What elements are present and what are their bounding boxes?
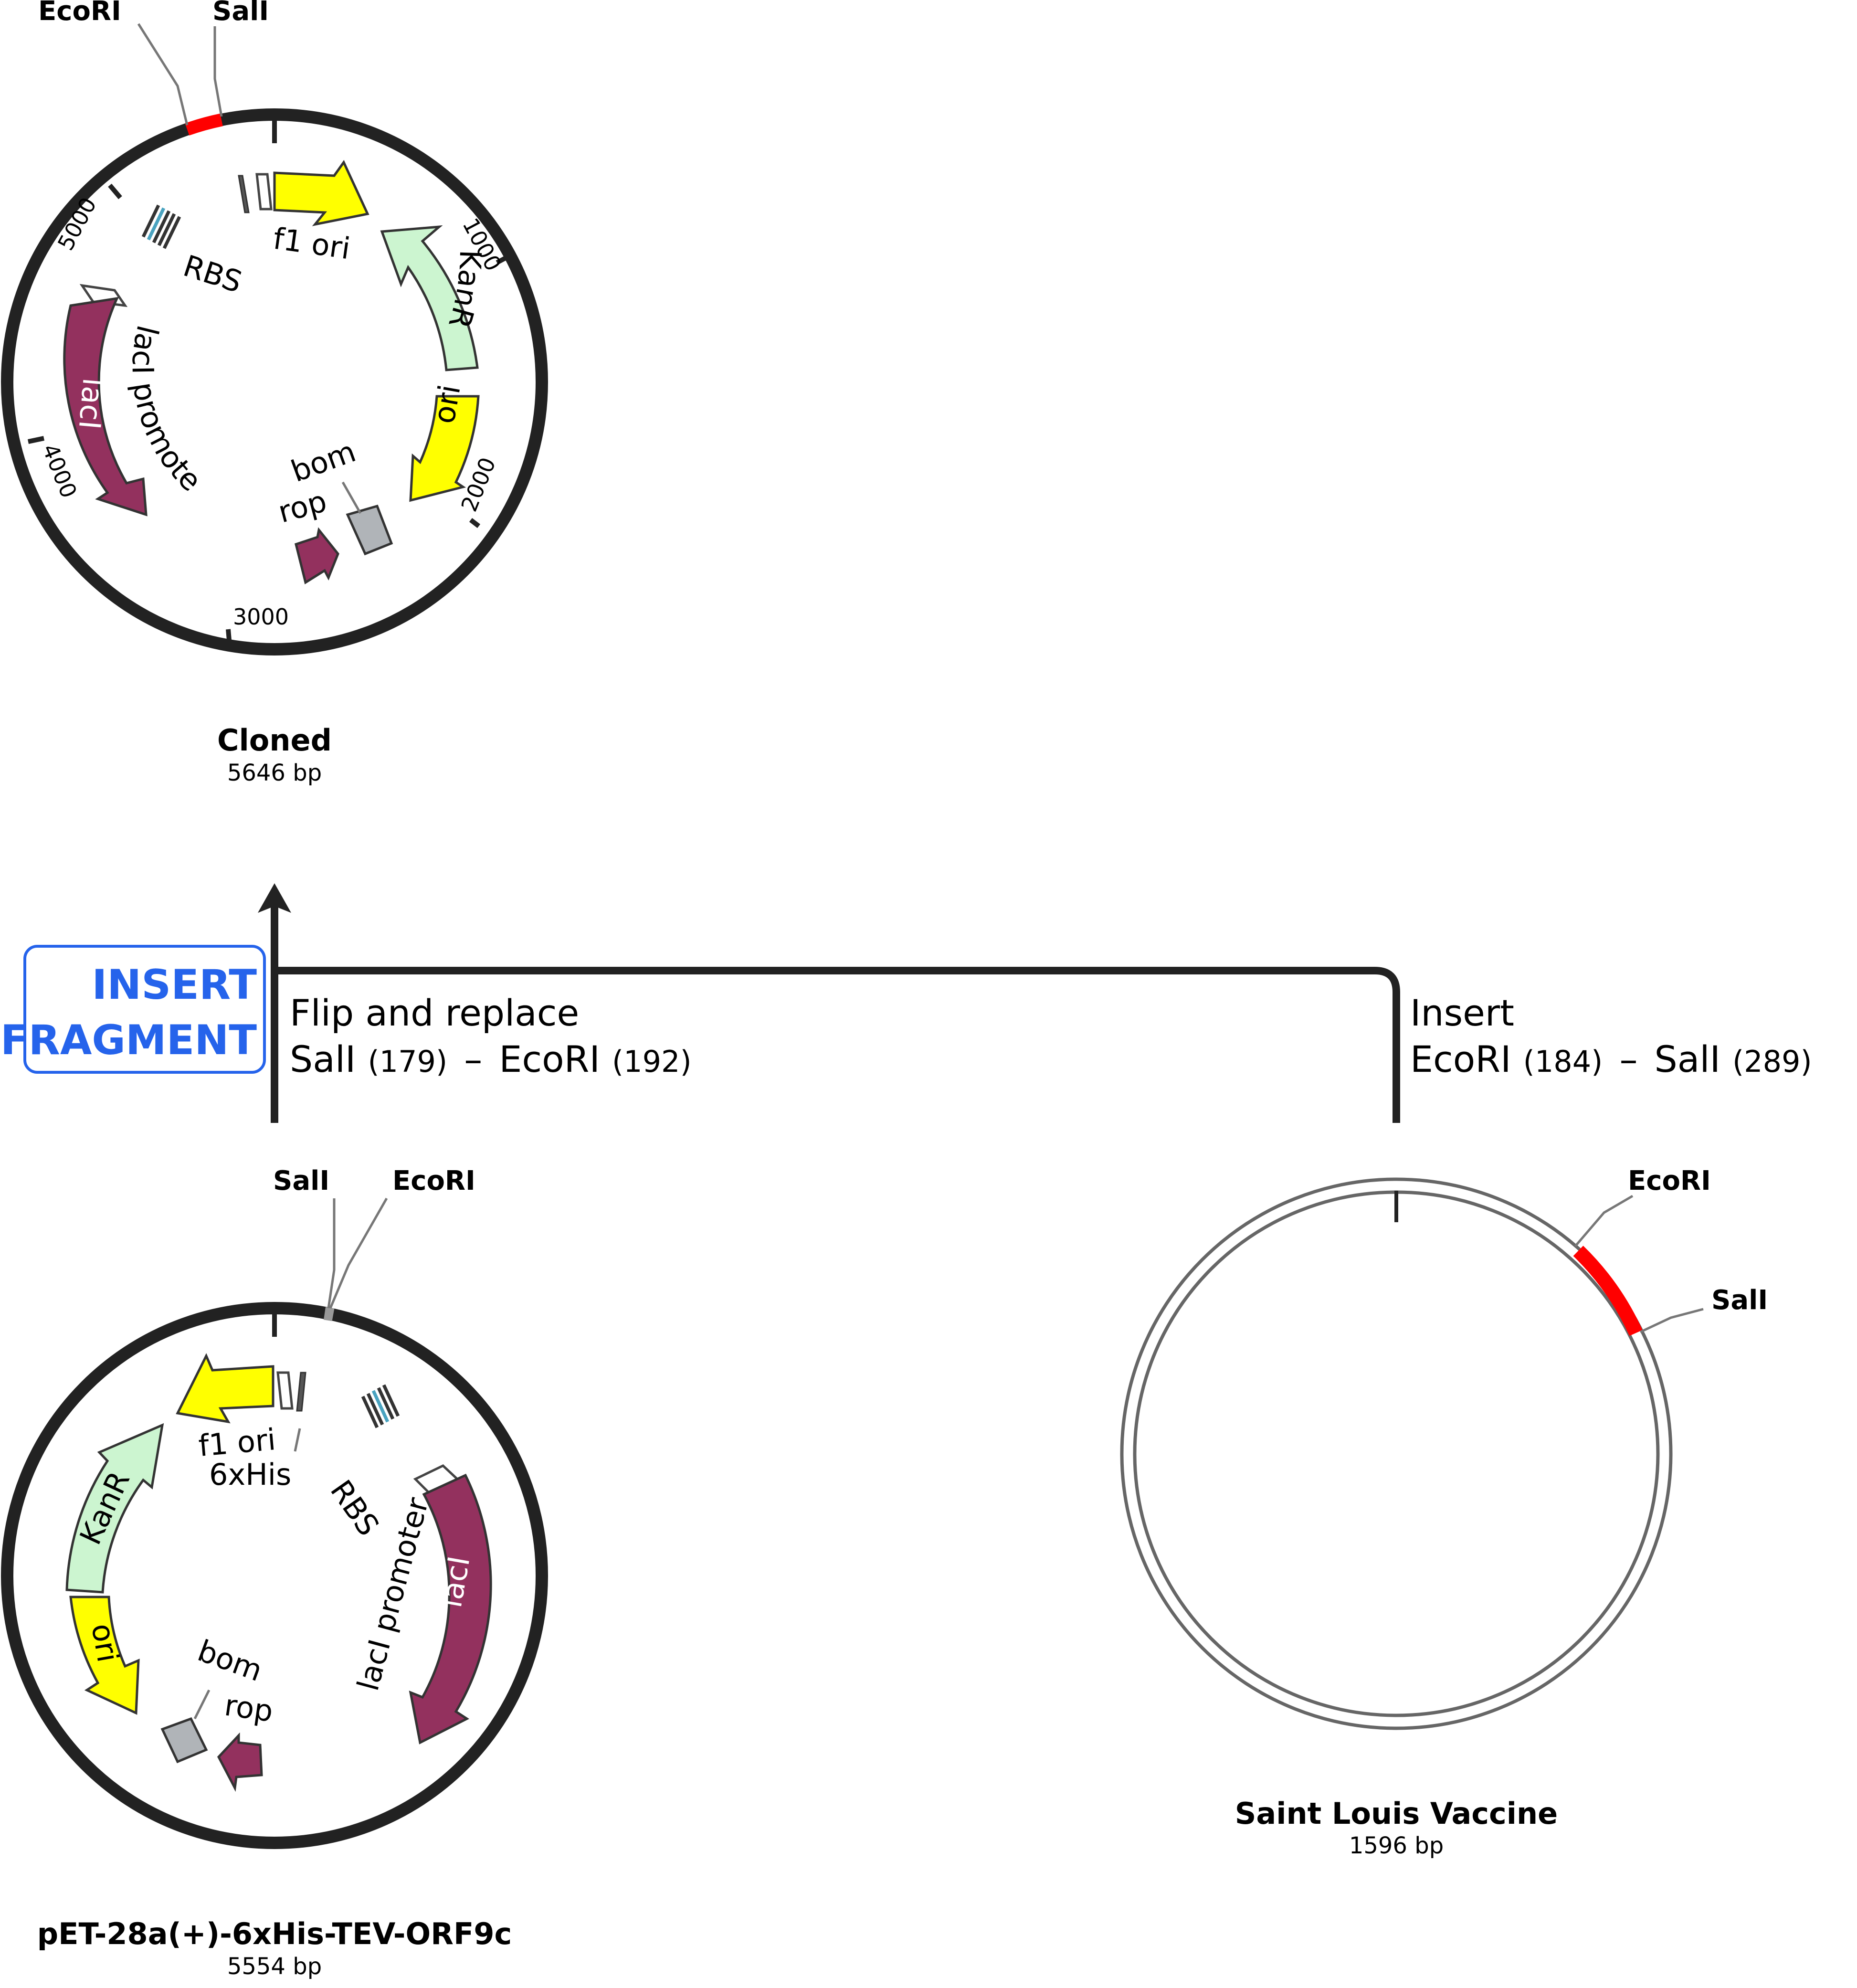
ori-arrow <box>409 395 480 502</box>
right-site2: SalI <box>1655 1038 1720 1080</box>
operation-flow: INSERT FRAGMENT Flip and replace SalI (1… <box>0 883 1812 1123</box>
cloned-plasmid-map: 1000 2000 3000 4000 5000 EcoRI SalI RBS … <box>0 0 548 786</box>
promoter-marker <box>255 173 273 211</box>
badge-line2: FRAGMENT <box>0 1016 257 1064</box>
vector-ecori-callout-line <box>329 1197 388 1309</box>
insert-ecori-label: EcoRI <box>1628 1165 1711 1196</box>
cloned-size: 5646 bp <box>227 760 322 786</box>
f1-ori-arrow <box>273 160 369 226</box>
left-site2: EcoRI <box>499 1038 600 1080</box>
laci-arrow <box>63 296 148 517</box>
vector-sali-label: SalI <box>273 1165 329 1196</box>
left-site1: SalI <box>290 1038 356 1080</box>
insert-fragment-badge <box>23 945 266 1074</box>
vector-ori-arrow <box>69 1596 140 1715</box>
vector-rbs-marker <box>361 1384 400 1428</box>
vector-bom-label: bom <box>193 1633 267 1688</box>
right-op-title: Insert <box>1410 992 1514 1034</box>
insert-outer-ring <box>1120 1177 1673 1730</box>
rbs-marker <box>141 204 181 249</box>
tick-mark-5000 <box>108 183 122 200</box>
flow-arrow-head <box>258 883 291 913</box>
ori-label: ori <box>426 382 467 426</box>
cloned-insert-region <box>185 113 223 136</box>
laci-label: lacI <box>72 377 111 431</box>
vector-ori-label: ori <box>84 1621 126 1665</box>
insert-fragment-region <box>1573 1246 1643 1336</box>
left-pos1: (179) <box>368 1044 447 1079</box>
vector-his-label: 6xHis <box>209 1457 291 1492</box>
vector-his-tag-marker <box>296 1372 306 1412</box>
rop-label: rop <box>274 484 330 530</box>
kanr-arrow <box>380 225 479 371</box>
right-dash: – <box>1619 1038 1637 1080</box>
vector-kanr-arrow <box>65 1423 164 1594</box>
rop-arrow <box>295 527 339 584</box>
left-dash: – <box>464 1038 482 1080</box>
sali-callout-line <box>213 26 223 117</box>
tick-mark-1000 <box>496 253 512 265</box>
badge-line1: INSERT <box>92 961 257 1009</box>
right-pos1: (184) <box>1523 1044 1603 1079</box>
rbs-label: RBS <box>179 248 246 300</box>
insert-sali-label: SalI <box>1711 1285 1768 1316</box>
vector-bom-callout-line <box>193 1689 211 1720</box>
insert-plasmid-map: EcoRI SalI Saint Louis Vaccine 1596 bp <box>1120 1165 1768 1859</box>
f1-ori-label: f1 ori <box>271 221 352 266</box>
right-site1: EcoRI <box>1410 1038 1511 1080</box>
tick-mark-4000 <box>27 436 45 444</box>
ecori-site-label: EcoRI <box>38 0 121 27</box>
tick-label-4000: 4000 <box>37 440 82 502</box>
vector-cut-region <box>323 1307 335 1322</box>
vector-rop-arrow <box>217 1732 263 1792</box>
vector-rbs-label: RBS <box>324 1474 386 1542</box>
bom-label: bom <box>286 434 360 489</box>
tick-mark-3000 <box>226 629 232 646</box>
right-pos2: (289) <box>1732 1044 1812 1079</box>
vector-ecori-label: EcoRI <box>392 1165 475 1196</box>
vector-bom-marker <box>160 1717 208 1764</box>
his-callout-line <box>294 1428 301 1452</box>
ecori-callout-line <box>137 23 189 126</box>
bom-callout-line <box>341 481 362 514</box>
insert-inner-ring <box>1133 1190 1660 1717</box>
insert-ecori-callout-line <box>1574 1195 1634 1247</box>
right-op-sites: EcoRI (184) – SalI (289) <box>1410 1038 1812 1080</box>
insert-size: 1596 bp <box>1349 1832 1444 1859</box>
his-tag-marker <box>238 175 250 213</box>
insert-title: Saint Louis Vaccine <box>1235 1796 1558 1831</box>
vector-laci-arrow <box>409 1473 492 1745</box>
flow-connector <box>278 967 1400 1123</box>
vector-f1-ori-label: f1 ori <box>197 1422 277 1463</box>
tick-label-3000: 3000 <box>233 604 289 630</box>
tick-mark-2000 <box>469 518 481 528</box>
left-op-sites: SalI (179) – EcoRI (192) <box>290 1038 692 1080</box>
vector-size: 5554 bp <box>227 1953 322 1980</box>
insert-sali-callout-line <box>1639 1308 1704 1333</box>
vector-rop-label: rop <box>222 1688 275 1729</box>
vector-promoter-marker <box>276 1371 294 1410</box>
vector-sali-callout-line <box>327 1198 336 1309</box>
left-pos2: (192) <box>612 1044 692 1079</box>
left-op-title: Flip and replace <box>290 992 579 1034</box>
vector-plasmid-map: SalI EcoRI RBS f1 ori 6xHis KanR ori bom <box>1 1165 548 1980</box>
vector-f1-ori-arrow <box>176 1353 274 1424</box>
cloned-title: Cloned <box>217 723 332 758</box>
bom-marker <box>346 504 393 556</box>
vector-title: pET-28a(+)-6xHis-TEV-ORF9c <box>37 1916 512 1951</box>
sali-site-label: SalI <box>212 0 269 27</box>
